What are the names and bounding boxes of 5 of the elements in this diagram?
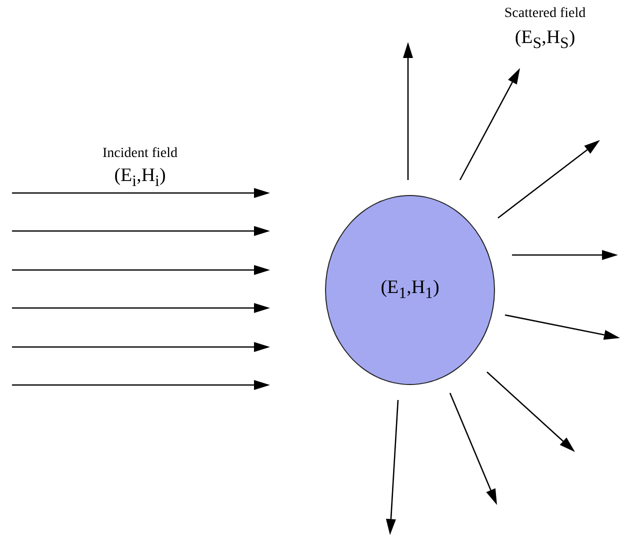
field-name: Incident field — [102, 146, 178, 162]
field-name: Scattered field — [504, 6, 586, 22]
field-label: (E$_{1}$,H$_{1}$) — [380, 277, 440, 303]
field-label: (E$_{S}$,H$_{S}$) — [514, 28, 576, 49]
field-label: (E$_{i}$,H$_{i}$) — [114, 166, 166, 187]
